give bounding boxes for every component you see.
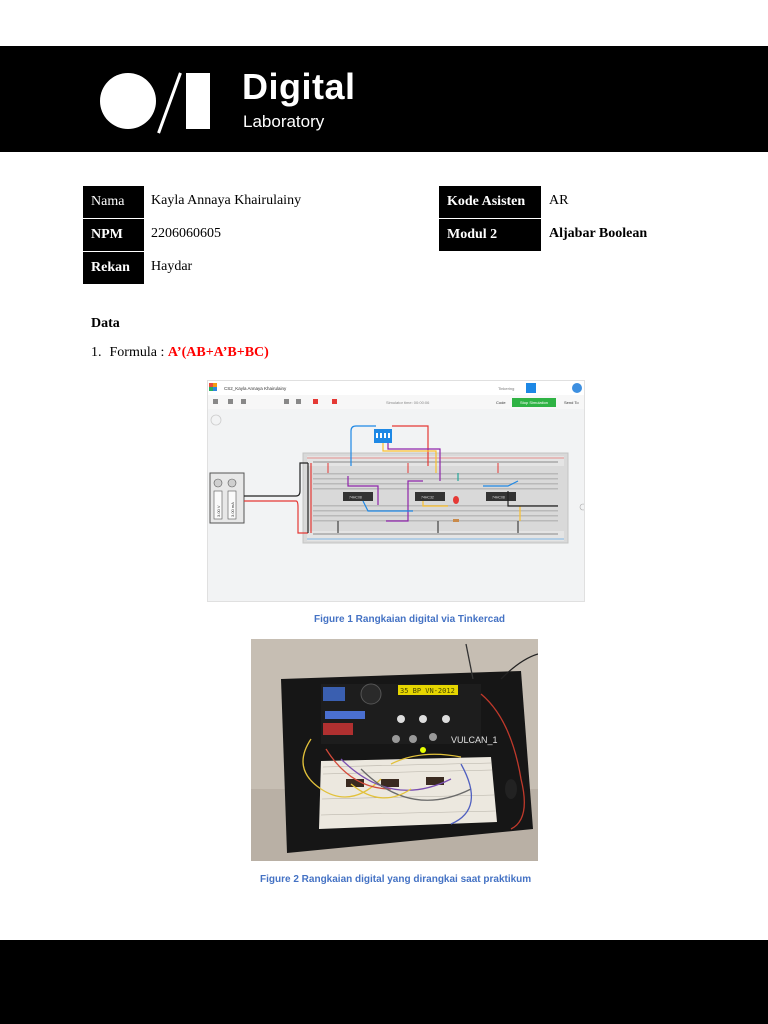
footer-banner: [0, 940, 768, 1024]
stop-simulation-button: [512, 398, 556, 407]
npm-value: 2206060605: [151, 226, 221, 241]
formula-line: 1. Formula : A’(AB+A’B+BC): [91, 345, 269, 361]
sim-time: Simulator time: 00:00:06: [386, 400, 430, 405]
svg-text:35 BP VN-2012: 35 BP VN-2012: [400, 687, 455, 695]
figure1-caption: Figure 1 Rangkaian digital via Tinkercad: [314, 614, 505, 625]
tinkering-label: Tinkering: [498, 386, 514, 391]
nama-value: Kayla Annaya Khairulainy: [151, 193, 302, 208]
logo-subtitle: Laboratory: [243, 112, 325, 131]
logo-title: Digital: [242, 66, 356, 107]
svg-text:74HC08: 74HC08: [349, 496, 362, 500]
list-number: 1.: [91, 345, 102, 360]
rekan-value: Haydar: [151, 259, 193, 274]
code-label: Code: [496, 400, 506, 405]
logo-circle: [100, 73, 156, 129]
figure2-caption: Figure 2 Rangkaian digital yang dirangka…: [260, 874, 532, 885]
svg-text:74HC32: 74HC32: [421, 496, 434, 500]
svg-text:3.00 mA: 3.00 mA: [230, 502, 235, 517]
lab-photo: 35 BP VN-2012 VULCAN_1: [251, 639, 538, 861]
stop-label: Stop Simulation: [520, 400, 548, 405]
modul-value: Aljabar Boolean: [549, 226, 648, 241]
avatar-icon: [572, 383, 582, 393]
npm-label: NPM: [83, 219, 144, 251]
header-divider: [91, 150, 383, 152]
logo-bar: [186, 73, 210, 129]
svg-text:3.00 V: 3.00 V: [216, 505, 221, 517]
rekan-label: Rekan: [83, 252, 144, 284]
kode-asisten-value: AR: [549, 193, 569, 208]
view-toggle-icon: [526, 383, 536, 393]
figure-lab-photo: 35 BP VN-2012 VULCAN_1: [251, 639, 538, 861]
figure-tinkercad: CS2_Kayla Annaya Khairulainy Tinkering S…: [207, 380, 585, 602]
formula-expression: A’(AB+A’B+BC): [167, 345, 269, 360]
section-title: Data: [91, 316, 120, 331]
formula-label: Formula :: [109, 345, 165, 360]
svg-text:74HC08: 74HC08: [492, 496, 505, 500]
modul-label: Modul 2: [439, 219, 541, 251]
lcd-display: [398, 685, 458, 695]
board-label: VULCAN_1: [451, 735, 498, 745]
project-name: CS2_Kayla Annaya Khairulainy: [224, 386, 287, 391]
nama-label: Nama: [83, 186, 144, 218]
send-label: Send To: [564, 400, 579, 405]
tinkercad-canvas: CS2_Kayla Annaya Khairulainy Tinkering S…: [208, 381, 584, 544]
kode-asisten-label: Kode Asisten: [439, 186, 541, 218]
